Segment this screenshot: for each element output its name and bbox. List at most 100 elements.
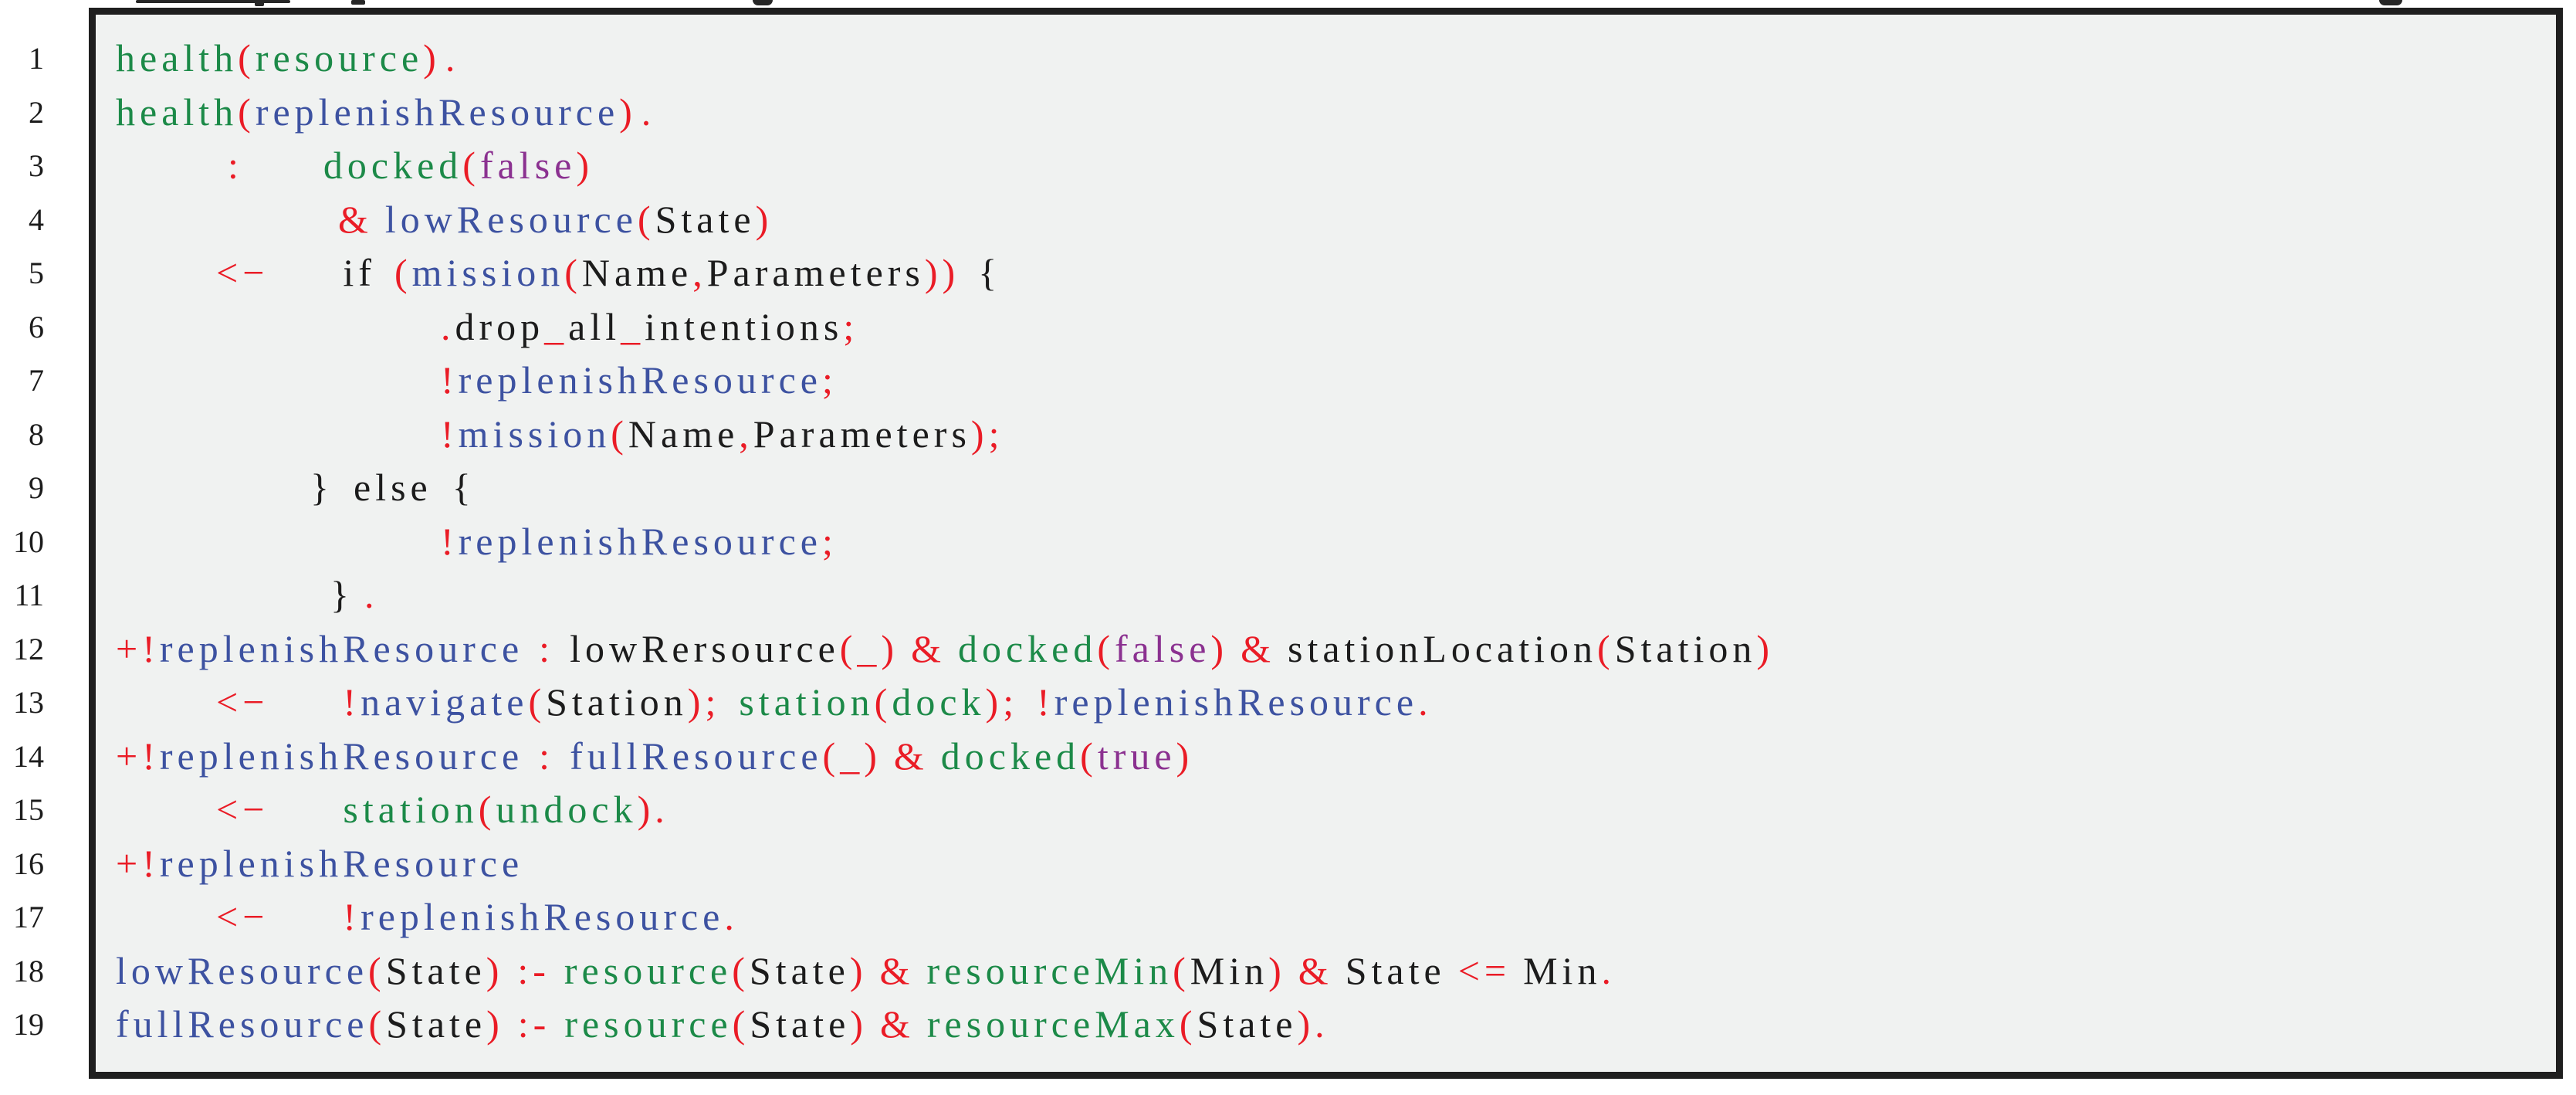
code-token: health bbox=[116, 90, 239, 134]
code-token: mission bbox=[411, 251, 565, 294]
line-number: 1 bbox=[29, 41, 44, 76]
line-number: 6 bbox=[29, 309, 44, 344]
code-token: ( bbox=[1080, 734, 1098, 778]
code-token: . bbox=[1315, 1002, 1329, 1046]
code-token: Parameters bbox=[706, 251, 925, 294]
code-token: lowResource bbox=[116, 948, 369, 992]
code-token: ( bbox=[528, 680, 547, 724]
code-token: replenishResource bbox=[361, 895, 725, 938]
code-token: : bbox=[539, 734, 555, 778]
code-token: station bbox=[739, 680, 875, 724]
code-token: Station bbox=[546, 680, 688, 724]
code-line: <−!replenishResource. bbox=[116, 890, 2556, 944]
code-token: ! bbox=[441, 412, 459, 456]
line-number: 3 bbox=[29, 148, 44, 183]
code-token: lowRersource bbox=[570, 626, 840, 670]
code-token: resource bbox=[564, 948, 733, 992]
code-token: replenishResource bbox=[159, 626, 524, 670]
line-number: 5 bbox=[29, 256, 44, 290]
code-token: ) bbox=[1297, 1002, 1315, 1046]
code-token: replenishResource bbox=[458, 358, 822, 402]
code-token: ) bbox=[881, 626, 899, 670]
code-token: ( bbox=[564, 251, 582, 294]
code-token: ( bbox=[1597, 626, 1615, 670]
code-token: ; bbox=[821, 358, 838, 402]
code-token: ! bbox=[441, 358, 459, 402]
code-token: : bbox=[228, 144, 243, 187]
code-token: ( bbox=[611, 412, 628, 456]
code-token: <− bbox=[216, 788, 269, 831]
code-line: !replenishResource; bbox=[116, 515, 2556, 569]
code-token: ( bbox=[822, 734, 841, 778]
code-token: ! bbox=[142, 734, 160, 778]
line-number: 2 bbox=[29, 94, 44, 130]
code-token: & bbox=[911, 626, 946, 670]
code-token: replenishResource bbox=[458, 519, 822, 563]
code-token: State bbox=[1345, 948, 1446, 992]
code-token: undock bbox=[496, 788, 638, 831]
code-token: ( bbox=[839, 626, 858, 670]
line-number: 19 bbox=[13, 1007, 44, 1042]
code-token: ! bbox=[1037, 680, 1054, 724]
code-token: & bbox=[879, 1002, 915, 1046]
code-token: ( bbox=[238, 90, 256, 134]
code-line: }. bbox=[116, 568, 2556, 622]
code-token: . bbox=[1418, 680, 1433, 724]
code-token: State bbox=[655, 197, 756, 241]
code-token: docked bbox=[940, 734, 1081, 778]
code-token: :- bbox=[517, 948, 550, 992]
code-token: & bbox=[1241, 626, 1275, 670]
code-token: ( bbox=[732, 948, 750, 992]
code-line: .drop_all_intentions; bbox=[116, 300, 2556, 354]
code-token: fullResource bbox=[116, 1002, 369, 1046]
code-line: fullResource(State):-resource(State)&res… bbox=[116, 998, 2556, 1052]
code-token: replenishResource bbox=[159, 734, 524, 778]
code-token: ) bbox=[576, 144, 594, 187]
code-token: intentions bbox=[645, 304, 844, 348]
code-token: ( bbox=[732, 1002, 750, 1046]
line-number: 17 bbox=[13, 900, 44, 934]
code-token: & bbox=[1298, 948, 1333, 992]
code-token: State bbox=[750, 1002, 851, 1046]
code-token: drop bbox=[455, 304, 545, 348]
code-token: ( bbox=[1097, 626, 1115, 670]
code-token: <− bbox=[216, 895, 269, 938]
code-token: <= bbox=[1457, 948, 1511, 992]
code-token: . bbox=[724, 895, 739, 938]
code-token: ) bbox=[1210, 626, 1229, 670]
code-token: ; bbox=[843, 304, 859, 348]
code-token: <− bbox=[216, 680, 269, 724]
code-token: lowResource bbox=[384, 197, 638, 241]
code-token: ( bbox=[637, 197, 655, 241]
code-token: ( bbox=[874, 680, 892, 724]
line-number: 14 bbox=[13, 738, 44, 774]
code-token: State bbox=[386, 1002, 487, 1046]
code-line: !replenishResource; bbox=[116, 354, 2556, 408]
code-token: + bbox=[116, 734, 143, 778]
code-token: & bbox=[338, 197, 373, 241]
code-token: ) bbox=[619, 90, 637, 134]
code-token: false bbox=[1115, 626, 1211, 670]
code-token: . bbox=[441, 304, 455, 348]
code-token: _ bbox=[857, 626, 882, 670]
code-line: <−station(undock). bbox=[116, 783, 2556, 837]
code-line: health(resource). bbox=[116, 32, 2556, 86]
code-token: ) bbox=[687, 680, 706, 724]
code-token: & bbox=[893, 734, 929, 778]
code-token: . bbox=[1601, 948, 1616, 992]
code-token: ) bbox=[864, 734, 882, 778]
code-token: ( bbox=[368, 948, 386, 992]
code-token: all bbox=[568, 304, 621, 348]
code-token: ! bbox=[142, 841, 160, 885]
code-token: resourceMax bbox=[926, 1002, 1180, 1046]
code-token: if bbox=[343, 251, 376, 294]
line-number: 8 bbox=[29, 416, 44, 452]
code-token: ! bbox=[441, 519, 459, 563]
code-token: ) bbox=[486, 948, 504, 992]
code-token: ) bbox=[486, 1002, 504, 1046]
code-token: Min bbox=[1523, 948, 1602, 992]
code-token: ; bbox=[821, 519, 838, 563]
code-token: ( bbox=[478, 788, 496, 831]
code-token: , bbox=[739, 412, 753, 456]
